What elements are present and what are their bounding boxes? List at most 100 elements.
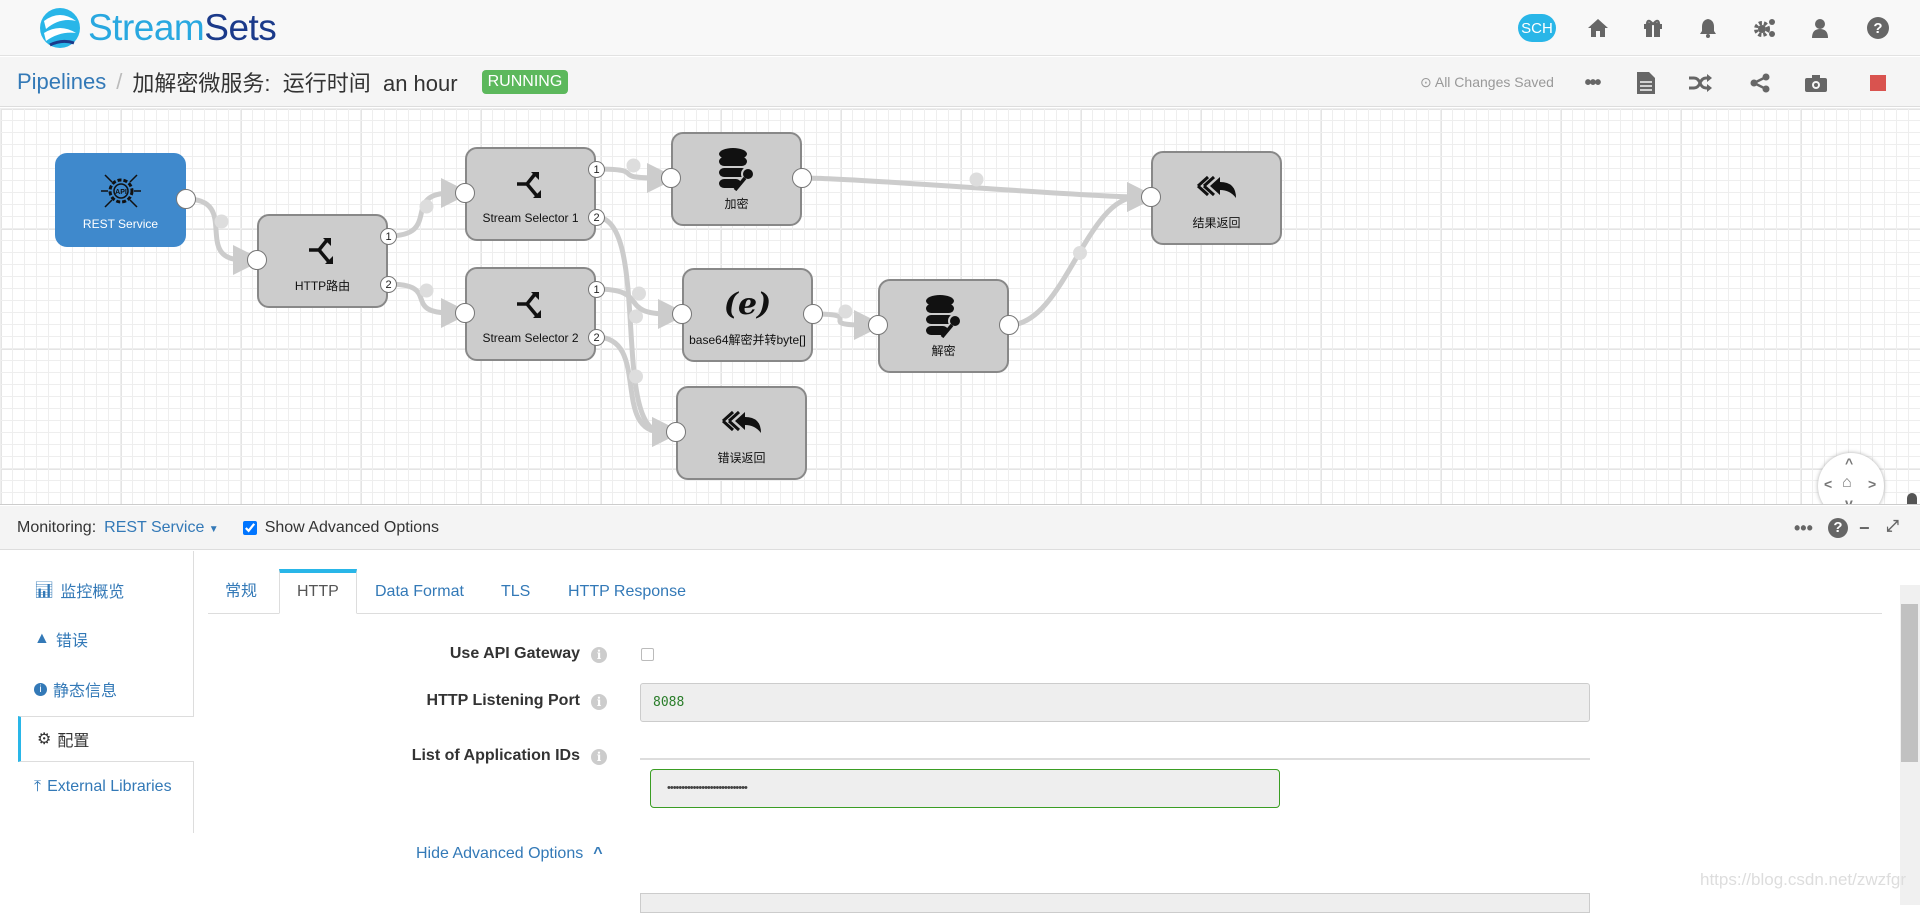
pipeline-stage-enc[interactable]: 加密 <box>671 132 802 226</box>
edge-ss1-err[interactable] <box>595 214 682 447</box>
stage-selector-dropdown[interactable]: REST Service ▼ <box>104 519 219 537</box>
edge-dec-res[interactable] <box>1008 182 1157 328</box>
pipeline-stage-err[interactable]: 错误返回 <box>676 386 807 480</box>
input-port[interactable] <box>672 304 692 324</box>
edge-metric-icon[interactable] <box>1073 246 1087 260</box>
edge-metric-icon[interactable] <box>419 199 434 214</box>
info-icon[interactable]: i <box>591 694 607 710</box>
tab-http[interactable]: HTTP <box>279 569 357 614</box>
input-port[interactable] <box>666 422 686 442</box>
document-icon[interactable] <box>1631 69 1661 97</box>
nav-item-monitoring-summary[interactable]: 📊︎监控概览 <box>18 567 194 613</box>
pan-up-icon[interactable]: ^ <box>1845 455 1854 471</box>
output-port[interactable] <box>999 315 1019 335</box>
more-icon[interactable]: ••• <box>1794 518 1813 538</box>
nav-item-external-libraries[interactable]: ⤒External Libraries <box>18 764 194 810</box>
output-port[interactable] <box>176 189 196 209</box>
minimize-icon[interactable]: − <box>1859 518 1870 538</box>
more-icon[interactable]: ••• <box>1584 71 1601 94</box>
pan-left-icon[interactable]: < <box>1824 476 1833 492</box>
tab-data-format[interactable]: Data Format <box>375 583 464 600</box>
hide-advanced-options-link[interactable]: Hide Advanced Options^ <box>416 845 603 863</box>
edge-metric-icon[interactable] <box>632 286 646 301</box>
camera-icon[interactable] <box>1801 69 1831 97</box>
canvas-height-slider[interactable] <box>1907 493 1917 504</box>
info-icon[interactable]: i <box>591 647 607 663</box>
output-port-2[interactable]: 2 <box>588 329 605 346</box>
info-icon[interactable]: i <box>591 749 607 765</box>
tab-tls[interactable]: TLS <box>501 583 531 600</box>
output-port[interactable] <box>803 304 823 324</box>
edge-enc-res[interactable] <box>801 175 1157 212</box>
edge-rest-http[interactable] <box>185 196 263 275</box>
edge-metric-icon[interactable] <box>626 158 641 173</box>
tab-http-response[interactable]: HTTP Response <box>568 583 686 600</box>
output-port-2[interactable]: 2 <box>588 209 605 226</box>
shuffle-icon[interactable] <box>1685 69 1715 97</box>
stop-pipeline-button[interactable] <box>1863 69 1893 97</box>
scrollbar-thumb[interactable] <box>1901 604 1918 762</box>
app-id-password-input[interactable]: •••••••••••••••••••••••••••• <box>650 769 1280 808</box>
breadcrumb-pipelines-link[interactable]: Pipelines <box>17 69 107 94</box>
user-icon[interactable] <box>1805 14 1835 42</box>
input-port[interactable] <box>455 183 475 203</box>
streamsets-logo[interactable]: StreamSets <box>38 4 277 52</box>
edge-metric-icon[interactable] <box>969 172 984 187</box>
edge-metric-icon[interactable] <box>214 214 229 229</box>
help-icon[interactable]: ? <box>1828 518 1848 538</box>
tab-general[interactable]: 常规 <box>225 583 258 600</box>
pipeline-stage-http[interactable]: HTTP路由 <box>257 214 388 308</box>
output-port-1[interactable]: 1 <box>380 228 397 245</box>
canvas-pan-control[interactable]: ^ < ⌂ > v <box>1818 453 1884 505</box>
input-port[interactable] <box>661 168 681 188</box>
input-port[interactable] <box>1141 187 1161 207</box>
stage-label: 解密 <box>931 343 956 358</box>
pan-right-icon[interactable]: > <box>1868 476 1877 492</box>
edge-metric-icon[interactable] <box>838 304 853 319</box>
gift-icon[interactable] <box>1638 14 1668 42</box>
maximize-icon[interactable]: ⤢ <box>1886 518 1899 535</box>
http-port-input[interactable]: 8088 <box>640 683 1590 722</box>
gears-icon[interactable] <box>1750 14 1780 42</box>
input-port[interactable] <box>247 250 267 270</box>
use-api-gateway-checkbox[interactable] <box>641 648 654 661</box>
pipeline-stage-ss2[interactable]: Stream Selector 2 <box>465 267 596 361</box>
edge-http-ss2[interactable] <box>387 281 471 328</box>
streamsets-logo-icon <box>40 8 80 48</box>
input-port[interactable] <box>455 303 475 323</box>
bell-icon[interactable] <box>1693 14 1723 42</box>
nav-item-configuration[interactable]: ⚙配置 <box>18 716 194 762</box>
pipeline-stage-ss1[interactable]: Stream Selector 1 <box>465 147 596 241</box>
output-port-1[interactable]: 1 <box>588 161 605 178</box>
edge-metric-icon[interactable] <box>419 283 434 298</box>
app-ids-label: List of Application IDs <box>411 747 580 764</box>
pan-down-icon[interactable]: v <box>1845 495 1853 505</box>
stop-icon <box>1870 75 1886 91</box>
output-port-1[interactable]: 1 <box>588 281 605 298</box>
edge-http-ss1[interactable] <box>387 178 471 239</box>
home-icon[interactable] <box>1583 14 1613 42</box>
pan-home-icon[interactable]: ⌂ <box>1842 474 1852 491</box>
edge-metric-icon[interactable] <box>629 309 643 324</box>
next-field-input[interactable] <box>640 893 1590 913</box>
output-port-2[interactable]: 2 <box>380 276 397 293</box>
edge-ss1-enc[interactable] <box>595 162 677 193</box>
show-advanced-checkbox[interactable] <box>242 520 257 535</box>
pipeline-stage-res[interactable]: 结果返回 <box>1151 151 1282 245</box>
pipeline-stage-dec[interactable]: 解密 <box>878 279 1009 373</box>
input-port[interactable] <box>868 315 888 335</box>
pipeline-stage-b64[interactable]: (e)base64解密并转byte[] <box>682 268 813 362</box>
edge-b64-dec[interactable] <box>812 309 884 340</box>
edge-ss2-err[interactable] <box>595 334 682 447</box>
edge-metric-icon[interactable] <box>629 369 643 384</box>
share-icon[interactable] <box>1745 69 1775 97</box>
edge-ss2-b64[interactable] <box>595 286 688 329</box>
help-icon[interactable]: ? <box>1863 14 1893 42</box>
nav-item-errors[interactable]: ▲错误 <box>18 616 194 662</box>
output-port[interactable] <box>792 168 812 188</box>
sch-cloud-button[interactable]: SCH <box>1518 14 1556 42</box>
